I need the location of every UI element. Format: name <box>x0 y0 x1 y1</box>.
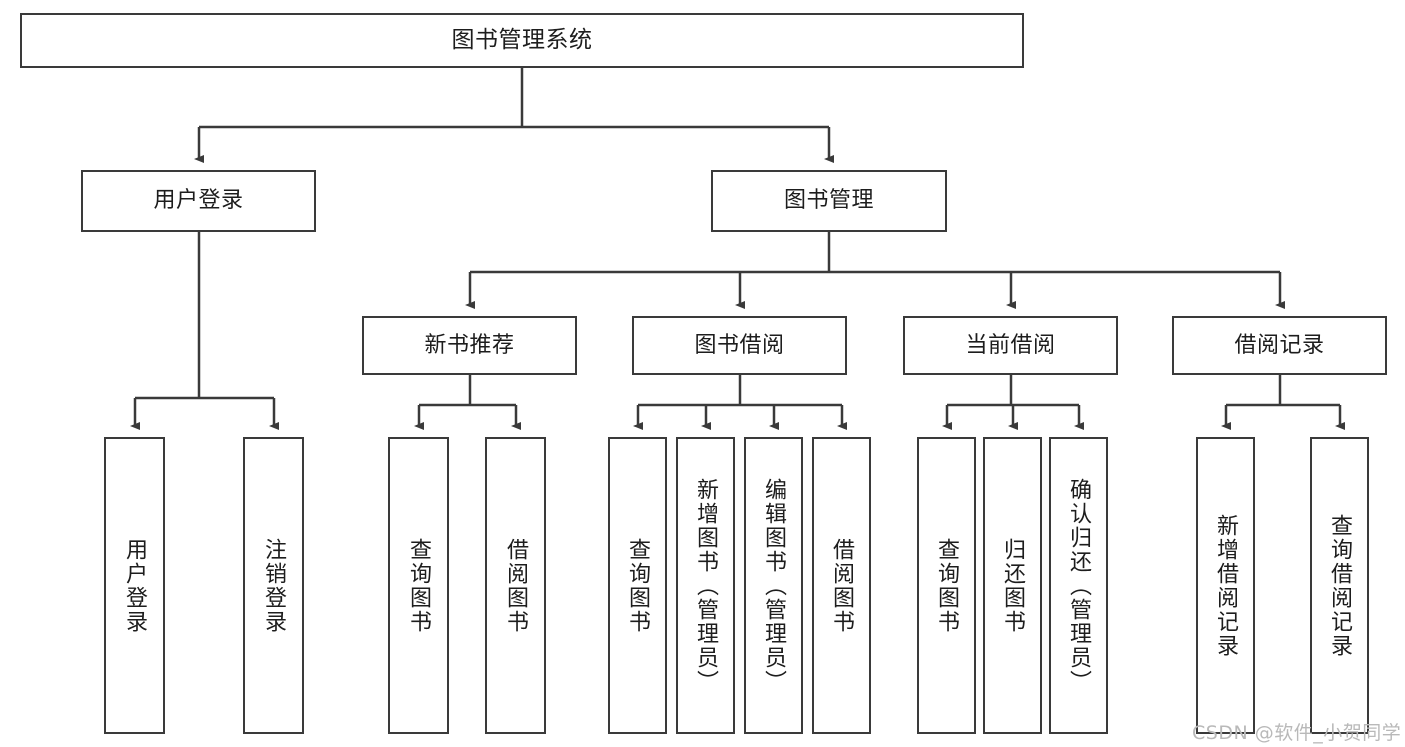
node-label: 借阅图书 <box>503 537 529 634</box>
node-leaf-borrow-1[interactable]: 借阅图书 <box>485 437 546 734</box>
node-label: 借阅图书 <box>829 537 855 634</box>
node-leaf-return[interactable]: 归还图书 <box>983 437 1042 734</box>
node-label: 确认归还（管理员） <box>1066 477 1092 694</box>
node-leaf-confirm[interactable]: 确认归还（管理员） <box>1049 437 1108 734</box>
node-label: 编辑图书（管理员） <box>761 477 787 694</box>
node-leaf-query-3[interactable]: 查询图书 <box>917 437 976 734</box>
node-book-manage[interactable]: 图书管理 <box>711 170 947 232</box>
node-leaf-borrow-2[interactable]: 借阅图书 <box>812 437 871 734</box>
node-label: 注销登录 <box>261 537 287 634</box>
edge-paths <box>130 68 1345 430</box>
node-leaf-login[interactable]: 用户登录 <box>104 437 165 734</box>
node-label: 新增图书（管理员） <box>693 477 719 694</box>
node-leaf-add-rec[interactable]: 新增借阅记录 <box>1196 437 1255 734</box>
node-label: 用户登录 <box>153 188 244 214</box>
node-current-borrow[interactable]: 当前借阅 <box>903 316 1118 375</box>
node-label: 借阅记录 <box>1234 332 1325 358</box>
node-leaf-query-2[interactable]: 查询图书 <box>608 437 667 734</box>
node-label: 用户登录 <box>122 537 148 634</box>
node-label: 图书管理 <box>783 188 874 214</box>
node-root[interactable]: 图书管理系统 <box>20 13 1024 68</box>
node-leaf-query-rec[interactable]: 查询借阅记录 <box>1310 437 1369 734</box>
node-new-book-rec[interactable]: 新书推荐 <box>362 316 577 375</box>
node-leaf-edit-book[interactable]: 编辑图书（管理员） <box>744 437 803 734</box>
node-leaf-query-1[interactable]: 查询图书 <box>388 437 449 734</box>
node-label: 图书借阅 <box>694 332 785 358</box>
node-label: 查询图书 <box>625 537 651 634</box>
node-label: 新增借阅记录 <box>1213 513 1239 658</box>
node-leaf-logout[interactable]: 注销登录 <box>243 437 304 734</box>
node-label: 图书管理系统 <box>451 26 593 53</box>
node-user-login[interactable]: 用户登录 <box>81 170 316 232</box>
node-leaf-add-book[interactable]: 新增图书（管理员） <box>676 437 735 734</box>
node-label: 新书推荐 <box>424 332 515 358</box>
node-label: 归还图书 <box>1000 537 1026 634</box>
node-borrow-record[interactable]: 借阅记录 <box>1172 316 1387 375</box>
node-label: 查询图书 <box>934 537 960 634</box>
node-label: 当前借阅 <box>965 332 1056 358</box>
node-label: 查询借阅记录 <box>1327 513 1353 658</box>
node-book-borrow[interactable]: 图书借阅 <box>632 316 847 375</box>
node-label: 查询图书 <box>406 537 432 634</box>
